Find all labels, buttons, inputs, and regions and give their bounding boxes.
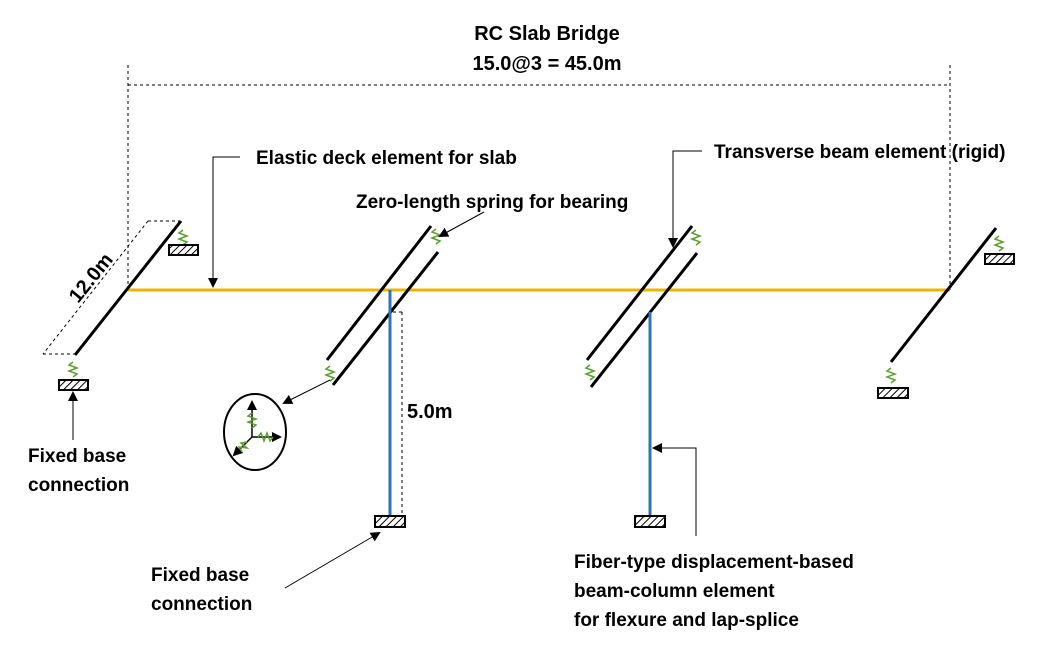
spring-detail-callout: [223, 393, 287, 471]
fixed-base-left-label-1: Fixed base: [28, 446, 126, 467]
bearing-spring-icon: [884, 235, 1006, 384]
fixed-base-support-icon: [168, 244, 199, 256]
zero-length-spring-label: Zero-length spring for bearing: [356, 192, 628, 213]
transverse-beam-pier-2-b: [589, 252, 699, 388]
fixed-base-support-icon: [634, 515, 666, 528]
height-dimension: [393, 311, 404, 516]
diagram-span-length: 15.0@3 = 45.0m: [472, 53, 621, 75]
fixed-base-support-icon: [374, 515, 406, 528]
bearing-spring-icon: [66, 361, 80, 378]
transverse-beam-abutment-1: [73, 220, 183, 356]
diagram-title: RC Slab Bridge: [474, 23, 620, 45]
fixed-base-support-icon: [877, 387, 909, 399]
width-dimension: [42, 220, 180, 355]
transverse-beam-label: Transverse beam element (rigid): [714, 142, 1005, 163]
fiber-label-1: Fiber-type displacement-based: [574, 552, 854, 573]
fixed-base-mid-arrow: [284, 531, 381, 589]
fiber-label-2: beam-column element: [574, 581, 775, 602]
transverse-beam-pier-1-b: [331, 251, 440, 386]
transverse-beam-callout-arrow: [668, 150, 702, 248]
bearing-spring-icon: [583, 229, 703, 381]
fiber-callout-arrow: [652, 443, 697, 536]
fixed-base-left-label-2: connection: [28, 475, 129, 496]
height-dimension-label: 5.0m: [407, 401, 453, 423]
fiber-label-3: for flexure and lap-splice: [574, 610, 799, 631]
bearing-spring-icon: [176, 229, 190, 246]
fixed-base-mid-label-1: Fixed base: [151, 565, 249, 586]
bearing-spring-icon: [323, 228, 443, 382]
deck-callout-arrow: [208, 156, 240, 288]
elastic-deck-label: Elastic deck element for slab: [256, 148, 517, 169]
fixed-base-mid-label-2: connection: [151, 594, 252, 615]
fixed-base-support-icon: [984, 253, 1015, 265]
spring-callout-arrow: [438, 211, 485, 237]
fixed-base-support-icon: [58, 379, 89, 391]
transverse-beam-pier-1-a: [325, 225, 433, 361]
spring-detail-arrow: [282, 379, 331, 404]
span-dimension: [127, 65, 951, 290]
transverse-beam-pier-2-a: [585, 225, 694, 361]
transverse-beam-abutment-2: [889, 227, 998, 363]
width-dimension-label: 12.0m: [65, 249, 118, 307]
